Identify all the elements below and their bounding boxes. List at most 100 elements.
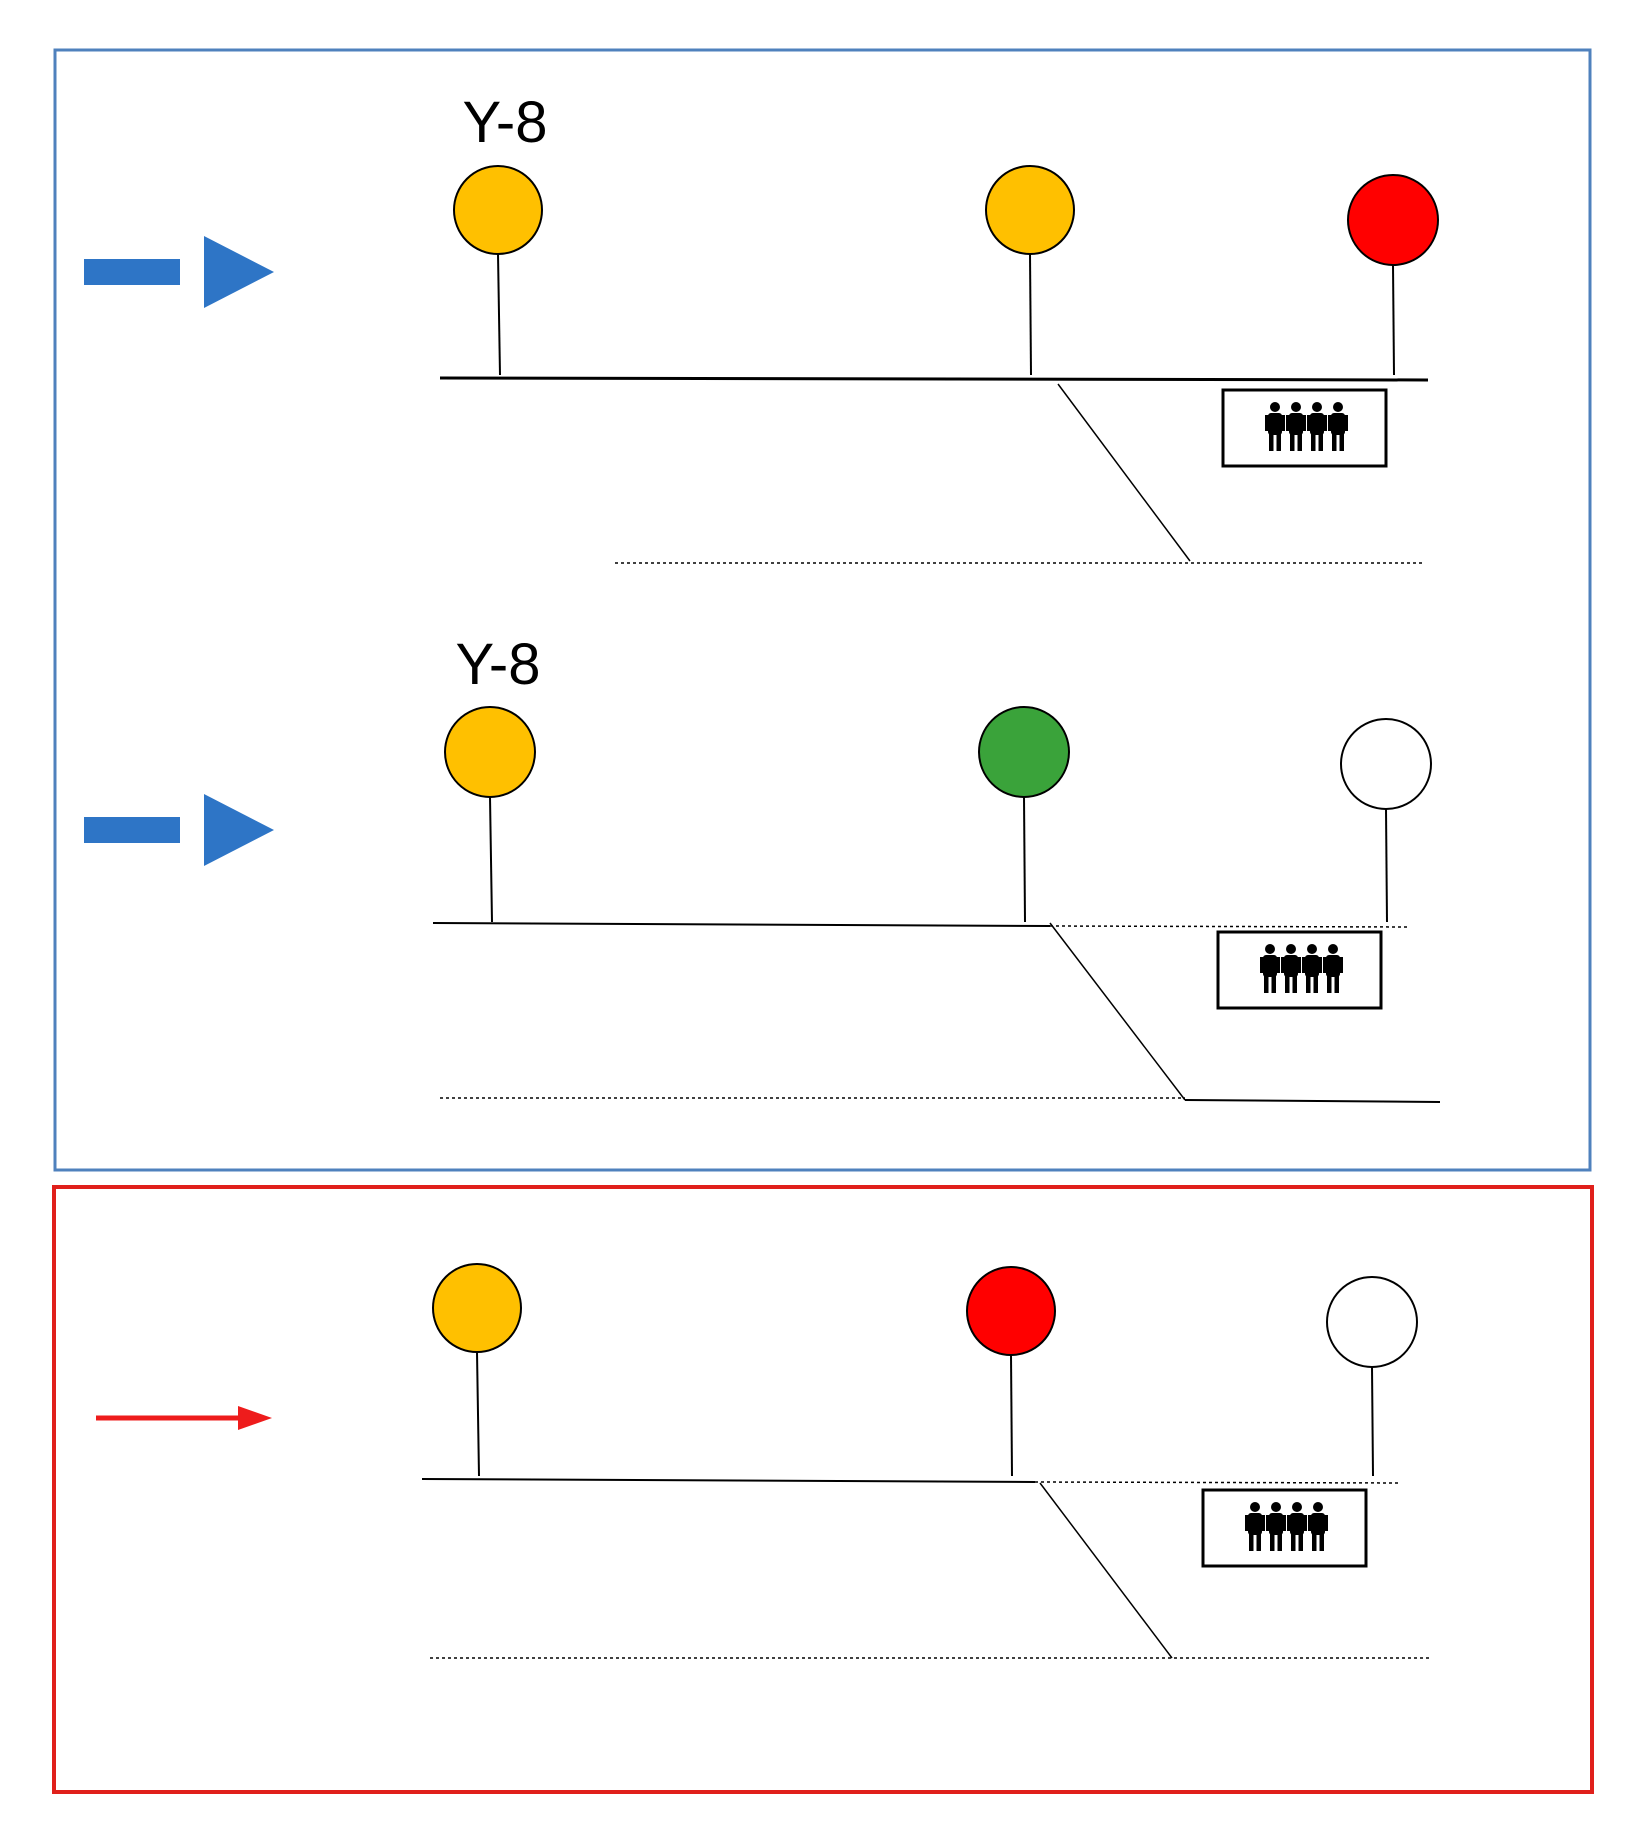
signal-post [476,1351,480,1477]
person-leg [1285,975,1290,993]
person-figure-icon [1265,402,1285,451]
arrow-shaft [84,817,180,843]
signal-1: Y-8 [444,632,540,923]
person-arm [1281,957,1285,973]
person-figure-icon [1287,1502,1307,1551]
person-arm [1318,957,1322,973]
diverging-track-line [1039,1482,1173,1659]
person-head [1291,402,1301,412]
person-leg [1306,975,1311,993]
signal-2 [978,706,1070,923]
person-body [1248,1513,1262,1535]
platform-box [1221,388,1388,468]
person-leg [1292,975,1297,993]
person-body [1311,1513,1325,1535]
person-body [1268,413,1282,435]
signal-post [1392,264,1395,376]
person-leg [1334,975,1339,993]
person-body [1331,413,1345,435]
person-arm [1297,957,1301,973]
person-body [1326,955,1340,977]
person-body [1263,955,1277,977]
person-arm [1265,415,1269,431]
main-track-dotted [1049,925,1411,928]
person-body [1269,1513,1283,1535]
main-track-line [421,1478,1036,1483]
person-figure-icon [1307,402,1327,451]
person-arm [1287,1515,1291,1531]
person-arm [1344,415,1348,431]
arrow-shaft [84,259,180,285]
person-arm [1303,1515,1307,1531]
person-arm [1261,1515,1265,1531]
person-leg [1298,1533,1303,1551]
person-body [1284,955,1298,977]
passengers-icon [1260,944,1343,993]
person-arm [1245,1515,1249,1531]
person-leg [1297,433,1302,451]
person-arm [1323,957,1327,973]
siding-track-line [1184,1099,1441,1103]
signal-lamp-red [1347,174,1439,266]
person-leg [1313,975,1318,993]
person-arm [1339,957,1343,973]
signal-post [1371,1366,1374,1477]
arrow-head [238,1406,272,1430]
blue-frame [53,48,1592,1172]
person-arm [1323,415,1327,431]
signal-lamp-dark [1326,1276,1418,1368]
diverging-track-line [1057,383,1191,562]
person-figure-icon [1323,944,1343,993]
person-leg [1332,433,1337,451]
signal-1: Y-8 [453,90,547,376]
person-arm [1302,957,1306,973]
passengers-icon [1265,402,1348,451]
platform-box [1216,930,1383,1010]
person-leg [1290,433,1295,451]
approach-arrow-icon [84,794,274,866]
signal-post [1029,253,1032,376]
diverging-track-line [1049,922,1186,1101]
main-track-dotted [1034,1481,1401,1484]
signal-lamp-yellow [432,1263,522,1353]
person-leg [1249,1533,1254,1551]
person-figure-icon [1286,402,1306,451]
person-head [1307,944,1317,954]
person-leg [1339,433,1344,451]
person-head [1286,944,1296,954]
red-frame [52,1185,1594,1794]
signal-3 [1326,1276,1418,1477]
person-figure-icon [1281,944,1301,993]
person-head [1333,402,1343,412]
person-head [1270,402,1280,412]
main-track-line [432,922,1051,927]
person-body [1310,413,1324,435]
person-body [1290,1513,1304,1535]
person-head [1313,1502,1323,1512]
person-leg [1311,433,1316,451]
person-head [1271,1502,1281,1512]
person-arm [1286,415,1290,431]
person-figure-icon [1266,1502,1286,1551]
person-arm [1308,1515,1312,1531]
signal-lamp-yellow [985,165,1075,255]
person-leg [1318,433,1323,451]
signal-post [497,253,501,376]
person-leg [1291,1533,1296,1551]
person-figure-icon [1308,1502,1328,1551]
arrow-head [204,236,274,308]
person-arm [1281,415,1285,431]
signal-3 [1347,174,1439,376]
person-leg [1270,1533,1275,1551]
person-head [1292,1502,1302,1512]
signal-3 [1340,718,1432,923]
signal-2 [966,1266,1056,1477]
person-arm [1260,957,1264,973]
person-head [1328,944,1338,954]
person-figure-icon [1245,1502,1265,1551]
person-figure-icon [1328,402,1348,451]
signal-lamp-dark [1340,718,1432,810]
approach-arrow-icon [84,236,274,308]
person-body [1289,413,1303,435]
